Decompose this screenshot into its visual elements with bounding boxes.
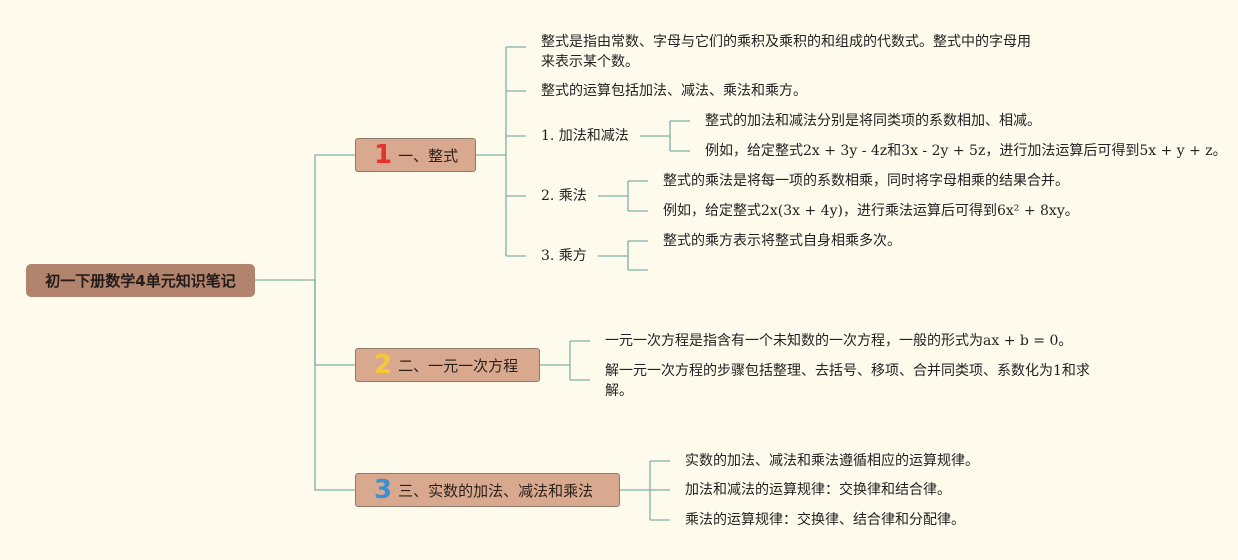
branch-2-note-1[interactable]: 一元一次方程是指含有一个未知数的一次方程，一般的形式为ax + b = 0。 — [605, 333, 1073, 349]
branch-topic-label: 二、一元一次方程 — [398, 356, 519, 375]
branch-2-note-2[interactable]: 解一元一次方程的步骤包括整理、去括号、移项、合并同类项、系数化为1和求解。 — [605, 363, 1090, 399]
branch-topic-label: 三、实数的加法、减法和乘法 — [398, 481, 594, 500]
subtopic-power[interactable]: 3. 乘方 — [541, 248, 587, 264]
branch-1-note-1[interactable]: 整式是指由常数、字母与它们的乘积及乘积的和组成的代数式。整式中的字母用来表示某个… — [541, 34, 1031, 70]
subtopic-1-note-1[interactable]: 整式的加法和减法分别是将同类项的系数相加、相减。 — [705, 113, 1041, 129]
number-two-icon: 2 — [374, 350, 393, 380]
link-root-branch-2 — [314, 280, 355, 366]
branch-topic-3[interactable]: 3 三、实数的加法、减法和乘法 — [355, 473, 620, 507]
subtopic-multiplication[interactable]: 2. 乘法 — [541, 188, 587, 204]
branch-3-note-3[interactable]: 乘法的运算规律：交换律、结合律和分配律。 — [685, 512, 965, 528]
branch-topic-2[interactable]: 2 二、一元一次方程 — [355, 348, 540, 382]
branch-3-note-1[interactable]: 实数的加法、减法和乘法遵循相应的运算规律。 — [685, 453, 979, 469]
subtopic-1-note-2[interactable]: 例如，给定整式2x + 3y - 4z和3x - 2y + 5z，进行加法运算后… — [705, 143, 1227, 159]
branch-3-note-2[interactable]: 加法和减法的运算规律：交换律和结合律。 — [685, 482, 951, 498]
subtopic-3-note-1[interactable]: 整式的乘方表示将整式自身相乘多次。 — [663, 233, 901, 249]
subtopic-addition-subtraction[interactable]: 1. 加法和减法 — [541, 128, 629, 144]
number-one-icon: 1 — [374, 140, 393, 170]
subtopic-2-note-2[interactable]: 例如，给定整式2x(3x + 4y)，进行乘法运算后可得到6x² + 8xy。 — [663, 203, 1079, 219]
subtopic-2-note-1[interactable]: 整式的乘法是将每一项的系数相乘，同时将字母相乘的结果合并。 — [663, 173, 1069, 189]
branch-topic-1[interactable]: 1 一、整式 — [355, 138, 476, 172]
number-three-icon: 3 — [374, 475, 393, 505]
root-topic[interactable]: 初一下册数学4单元知识笔记 — [26, 264, 255, 297]
branch-topic-label: 一、整式 — [398, 146, 459, 165]
root-topic-label: 初一下册数学4单元知识笔记 — [45, 272, 236, 290]
branch-1-note-2[interactable]: 整式的运算包括加法、减法、乘法和乘方。 — [541, 83, 807, 99]
link-root-branch-3 — [314, 280, 355, 491]
link-root-branch-1 — [314, 154, 355, 280]
